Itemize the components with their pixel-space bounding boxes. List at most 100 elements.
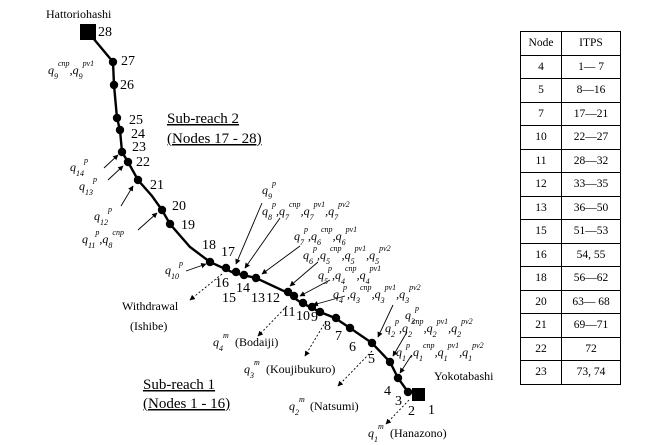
table-cell-node: 16 — [520, 242, 562, 267]
monitoring-name: (Bodaiji) — [235, 335, 278, 349]
monitoring-arrow — [337, 350, 373, 387]
table-cell-itps: 51—53 — [561, 219, 621, 244]
node-number: 21 — [150, 178, 164, 193]
monitoring-arrow — [257, 305, 288, 337]
sub-reach-2-nodes: (Nodes 17 - 28) — [167, 131, 262, 147]
station-square-top — [80, 24, 96, 40]
table-cell-itps: 1— 7 — [561, 54, 621, 79]
table-cell-node: 7 — [520, 101, 562, 126]
inflow-arrow — [289, 261, 319, 287]
table-cell-itps: 22—27 — [561, 125, 621, 150]
node-number: 15 — [222, 291, 236, 306]
table-cell-itps: 8—16 — [561, 78, 621, 103]
table-cell-node: 5 — [520, 78, 562, 103]
node-number: 2 — [408, 404, 415, 419]
table-header-row: Node ITPS — [520, 31, 621, 56]
table-cell-itps: 69—71 — [561, 313, 621, 338]
node-number: 16 — [215, 276, 229, 291]
inflow-arrows — [103, 154, 412, 374]
q-label: q4p,q3cnp,q3pv1,q3pv2 — [333, 283, 421, 305]
inflow-arrow — [399, 355, 412, 374]
node-number: 14 — [236, 281, 250, 296]
table-cell-node: 12 — [520, 172, 562, 197]
node-dot — [221, 263, 231, 273]
node-dots — [108, 57, 413, 397]
inflow-arrow — [235, 202, 263, 265]
inflow-arrow — [185, 263, 207, 272]
node-dot — [403, 387, 413, 397]
node-dot — [108, 57, 118, 67]
q-label: q8p,q7cnp,q7pv1,q7pv2 — [262, 200, 350, 222]
inflow-arrow — [312, 295, 346, 307]
sub-reach-1-header: Sub-reach 1 (Nodes 1 - 16) — [143, 377, 230, 412]
station-name-bottom: Yokotabashi — [434, 369, 494, 383]
q-label: q6p,q5cnp,q5pv1,q5pv2 — [303, 244, 391, 266]
node-dot — [205, 257, 215, 267]
table-header-itps: ITPS — [561, 31, 621, 56]
node-dot — [117, 147, 127, 157]
outflow-arrows — [189, 273, 410, 425]
inflow-arrow — [120, 185, 134, 207]
table-cell-itps: 28—32 — [561, 148, 621, 173]
node-numbers: 28 27 26 25 24 23 22 21 20 19 18 17 16 1… — [98, 25, 435, 419]
inflow-arrow — [261, 245, 301, 275]
table-cell-itps: 54, 55 — [561, 242, 621, 267]
node-dot — [231, 267, 241, 277]
node-number: 12 — [266, 291, 280, 306]
node-number: 23 — [132, 140, 146, 155]
node-dot — [133, 175, 143, 185]
node-dot — [109, 80, 119, 90]
monitoring-name: (Koujibukuro) — [266, 362, 335, 376]
node-number: 10 — [296, 309, 310, 324]
withdrawal-location: (Ishibe) — [130, 319, 167, 333]
node-dot — [367, 338, 377, 348]
inflow-arrow — [103, 154, 119, 169]
node-dot — [331, 313, 341, 323]
sub-reach-2-title: Sub-reach 2 — [167, 111, 239, 127]
table-cell-node: 20 — [520, 289, 562, 314]
node-number: 7 — [335, 329, 342, 344]
node-dot — [298, 298, 308, 308]
node-dot — [315, 307, 325, 317]
q-labels: q9cnp,q9pv1 q14p q13p q12p q11p,q8cnp q1… — [48, 59, 484, 363]
node-dot — [239, 270, 249, 280]
node-number: 9 — [311, 310, 318, 325]
q-label: q9cnp,q9pv1 — [48, 59, 94, 81]
table-cell-node: 13 — [520, 195, 562, 220]
node-dot — [393, 373, 403, 383]
node-dot — [165, 219, 175, 229]
node-dot — [385, 357, 395, 367]
table-header-node: Node — [520, 31, 562, 56]
table-cell-itps: 63— 68 — [561, 289, 621, 314]
node-number: 27 — [121, 54, 135, 69]
node-number: 25 — [129, 113, 143, 128]
sub-reach-1-nodes: (Nodes 1 - 16) — [143, 396, 230, 412]
node-number: 26 — [120, 78, 134, 93]
node-number: 18 — [202, 238, 216, 253]
node-number: 11 — [282, 305, 295, 320]
node-number: 5 — [368, 352, 375, 367]
table-cell-itps: 72 — [561, 336, 621, 361]
node-number: 6 — [349, 340, 356, 355]
q-label: q1p,q1cnp,q1pv1,q1pv2 — [396, 341, 484, 363]
monitoring-symbol: q1m — [368, 422, 384, 444]
table-cell-node: 15 — [520, 219, 562, 244]
monitoring-arrow — [304, 320, 327, 357]
table-cell-node: 18 — [520, 266, 562, 291]
node-dot — [283, 287, 293, 297]
q-label: q13p — [79, 175, 97, 197]
node-number: 3 — [395, 394, 402, 409]
monitoring-arrow — [385, 399, 410, 425]
node-number: 8 — [324, 319, 331, 334]
